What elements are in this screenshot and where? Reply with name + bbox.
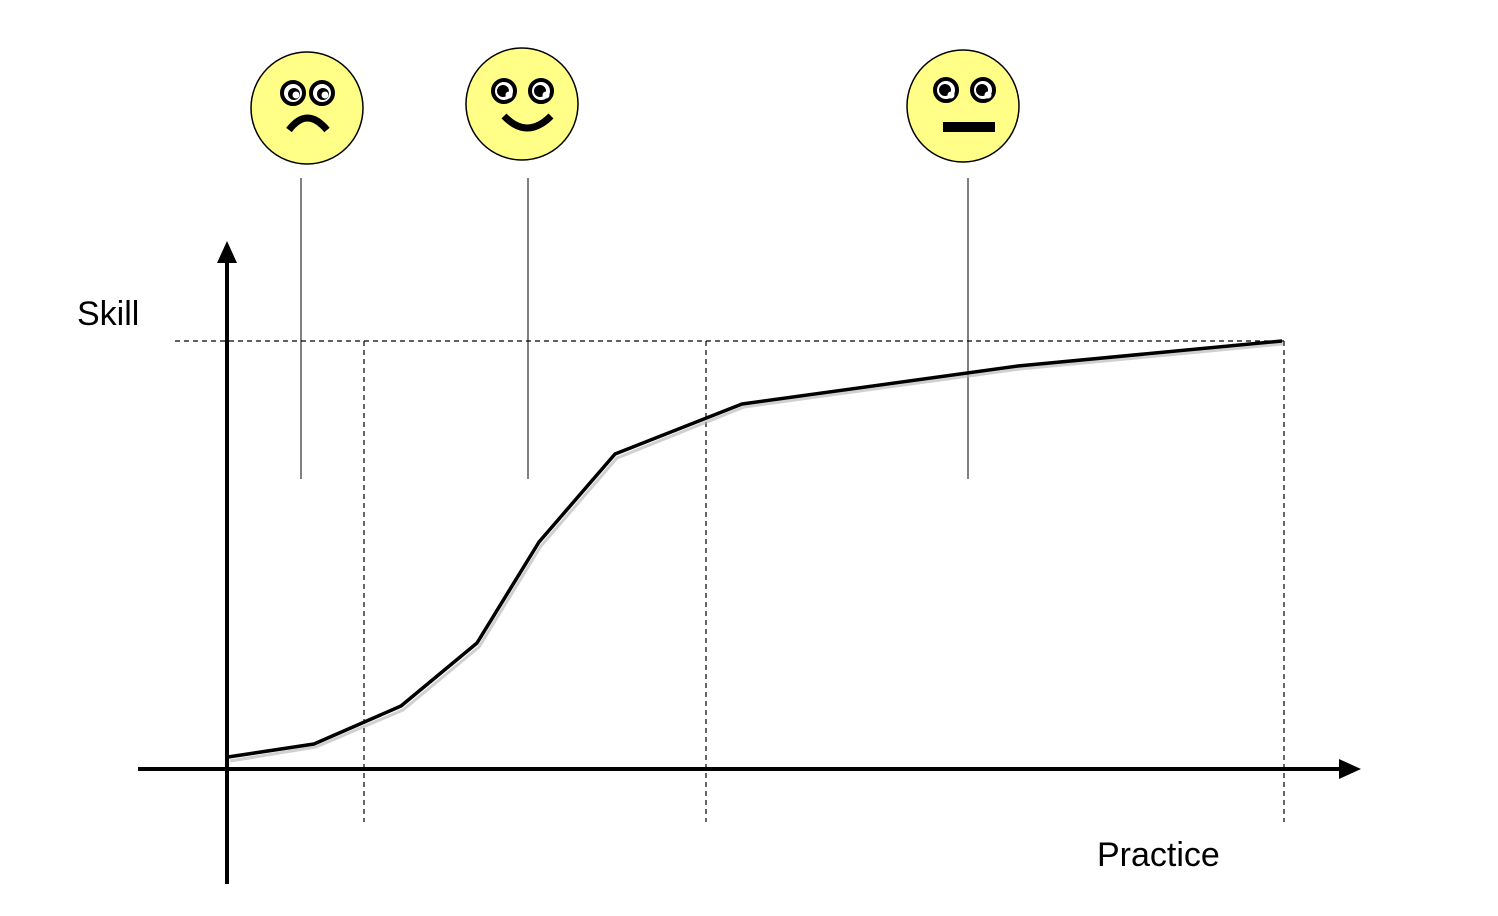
happy-face-icon [465, 47, 579, 161]
learning-curve-shadow [229, 342, 1284, 763]
learning-curve [227, 339, 1283, 759]
y-axis-arrowhead [217, 241, 237, 263]
y-axis-label: Skill [77, 295, 139, 333]
sad-face-icon [250, 51, 364, 165]
x-axis-label: Practice [1097, 836, 1220, 874]
neutral-face-icon [906, 49, 1020, 163]
x-axis-arrowhead [1339, 759, 1361, 779]
